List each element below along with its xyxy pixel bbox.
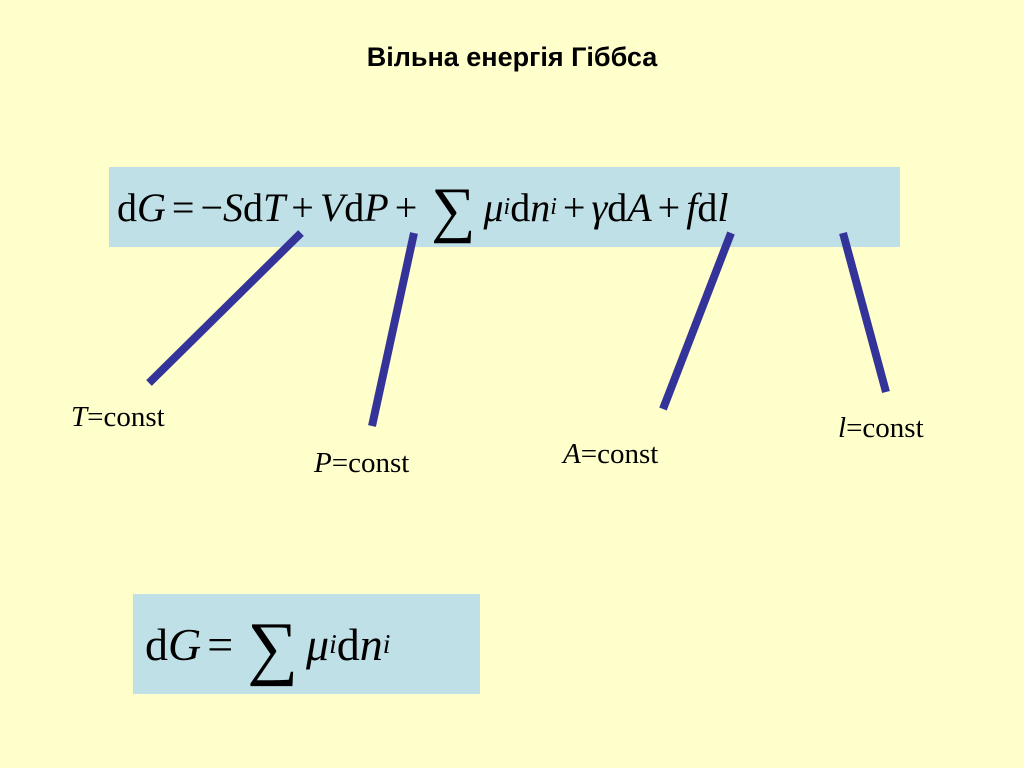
eq-token: V bbox=[319, 184, 345, 230]
connector-line-a bbox=[659, 231, 735, 411]
connector-line-t bbox=[146, 230, 304, 386]
slide-title: Вільна енергія Гіббса bbox=[366, 42, 658, 72]
eq-token: T bbox=[263, 184, 286, 230]
eq-token: G bbox=[168, 618, 202, 670]
eq-token: + bbox=[657, 184, 681, 230]
condition-text: =const bbox=[580, 438, 659, 470]
eq-subscript: i bbox=[503, 193, 511, 220]
condition-symbol: T bbox=[71, 401, 88, 433]
eq-token: P bbox=[364, 184, 389, 230]
eq-token: d bbox=[145, 618, 168, 670]
eq-subscript: i bbox=[550, 193, 557, 220]
eq-token: n bbox=[359, 618, 383, 670]
condition-text: =const bbox=[87, 401, 165, 433]
eq-token: = bbox=[171, 184, 195, 230]
condition-a-const: A=const bbox=[563, 438, 658, 471]
eq-token: = bbox=[207, 618, 234, 670]
eq-token: d bbox=[243, 184, 264, 230]
eq-token: d bbox=[344, 184, 365, 230]
eq-token: A bbox=[627, 184, 652, 230]
eq-token: γ bbox=[591, 184, 608, 230]
eq-token: − bbox=[200, 184, 224, 230]
condition-p-const: P=const bbox=[314, 447, 409, 480]
eq-token: + bbox=[562, 184, 586, 230]
condition-symbol: l bbox=[838, 412, 847, 444]
eq-subscript: i bbox=[329, 628, 337, 659]
condition-text: =const bbox=[331, 447, 410, 479]
condition-text: =const bbox=[846, 412, 924, 444]
sum-symbol: ∑ bbox=[431, 176, 476, 245]
eq-token: d bbox=[697, 184, 718, 230]
eq-token: G bbox=[137, 184, 166, 230]
eq-token: f bbox=[686, 184, 698, 230]
connector-line-p bbox=[368, 232, 418, 427]
sum-symbol: ∑ bbox=[247, 608, 299, 688]
eq-token: + bbox=[394, 184, 418, 230]
eq-token: + bbox=[291, 184, 314, 230]
eq-token: l bbox=[717, 184, 729, 230]
eq-token: d bbox=[117, 184, 137, 230]
connector-line-l bbox=[839, 231, 890, 394]
condition-symbol: P bbox=[314, 447, 332, 479]
eq-token: d bbox=[336, 618, 360, 670]
condition-t-const: T=const bbox=[71, 401, 165, 434]
eq-token: S bbox=[223, 184, 244, 230]
condition-l-const: l=const bbox=[838, 412, 924, 445]
eq-subscript: i bbox=[382, 628, 391, 659]
eq-token: μ bbox=[483, 184, 504, 230]
eq-token: μ bbox=[306, 618, 330, 670]
eq-token: d bbox=[510, 184, 531, 230]
eq-token: d bbox=[607, 184, 628, 230]
eq-token: n bbox=[530, 184, 551, 230]
condition-symbol: A bbox=[563, 438, 581, 470]
